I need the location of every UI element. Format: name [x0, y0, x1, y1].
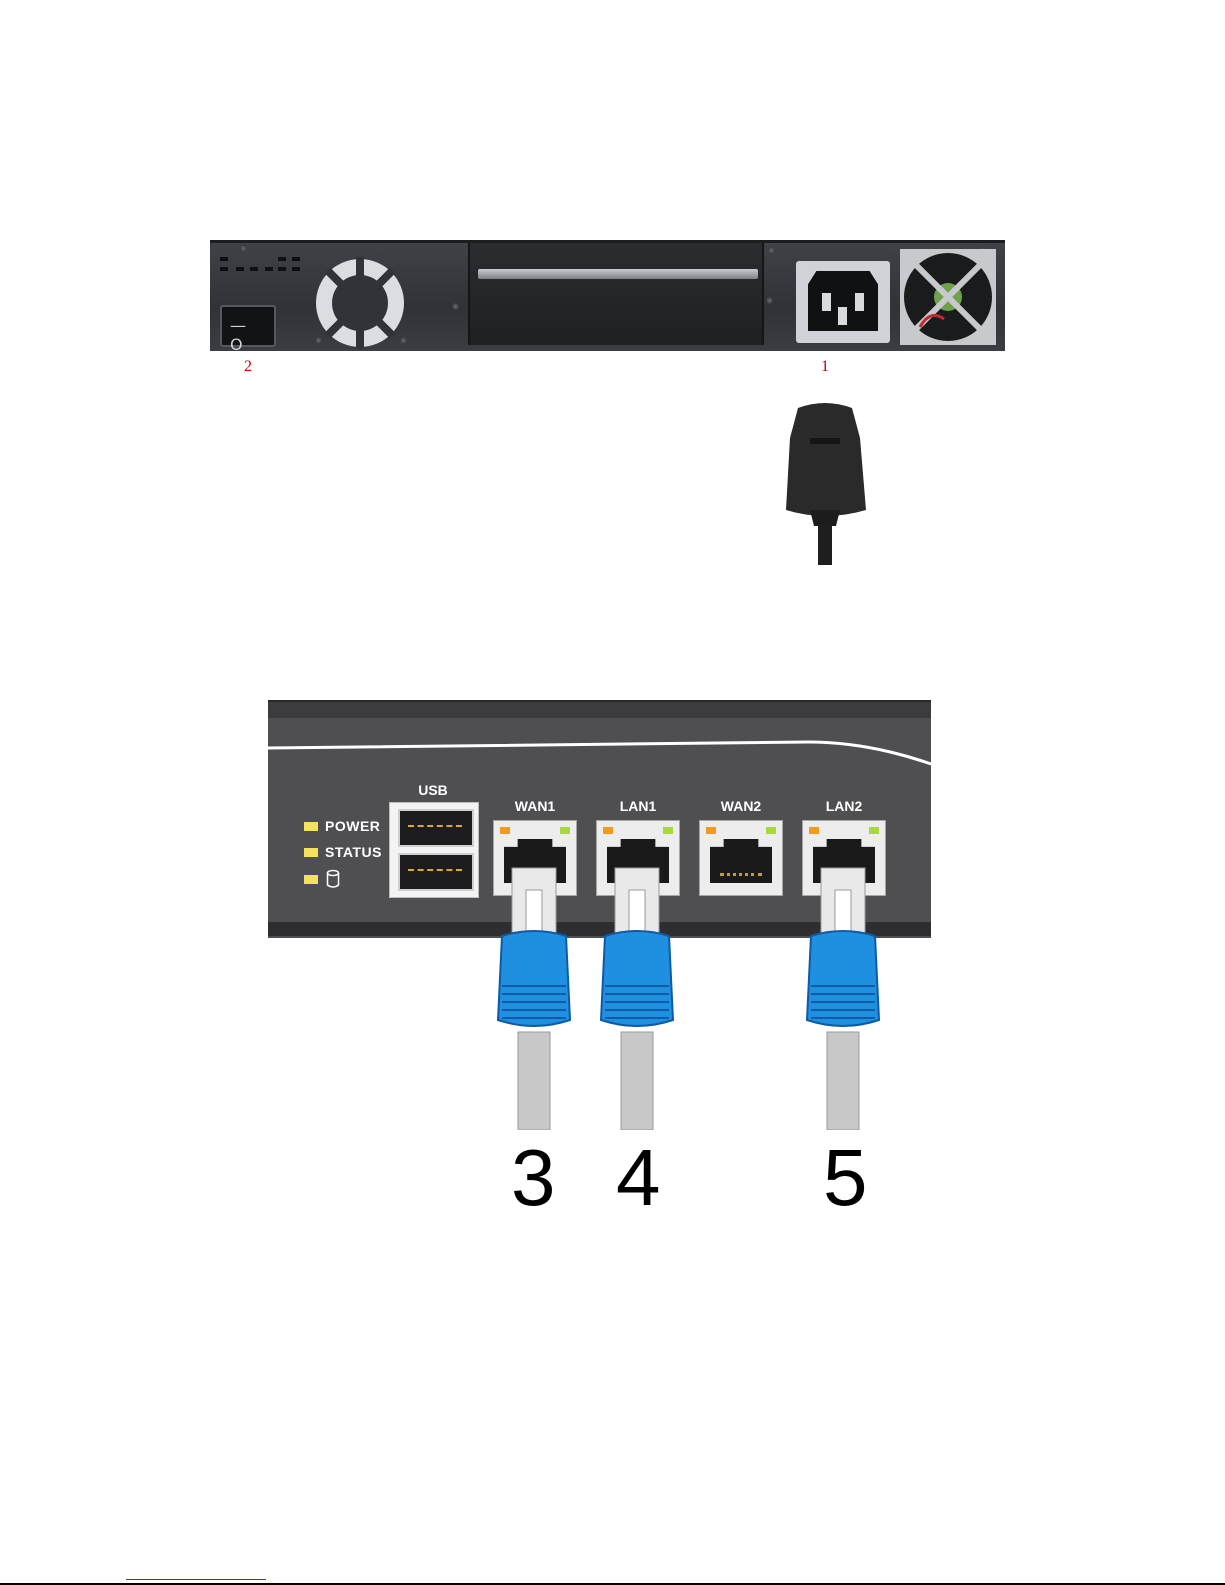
- usb-port[interactable]: [398, 809, 474, 847]
- rocker-switch-icon[interactable]: — O: [220, 305, 276, 347]
- callout-wan1-cable: 3: [511, 1138, 556, 1218]
- screw: [240, 245, 247, 252]
- callout-lan1-cable: 4: [616, 1138, 661, 1218]
- prong: [838, 307, 847, 325]
- usb-ports: [389, 802, 479, 898]
- screw: [452, 303, 459, 310]
- rj45-plug-icon: [803, 860, 883, 1130]
- vent-slot: [265, 267, 273, 271]
- vent-slot: [292, 267, 300, 271]
- power-cord-icon: [780, 398, 870, 565]
- power-led-label: POWER: [325, 818, 380, 834]
- footer-link-underline: [126, 1579, 266, 1580]
- panel-bevel: [268, 702, 931, 772]
- ac-inlet-icon[interactable]: [796, 261, 890, 343]
- rear-panel-figure: — O 2 1: [210, 240, 1005, 565]
- lan1-label: LAN1: [596, 798, 680, 814]
- callout-lan2-cable: 5: [823, 1138, 868, 1218]
- usb-label: USB: [391, 782, 475, 798]
- callout-power-switch: 2: [244, 358, 252, 376]
- vent-slot: [278, 267, 286, 271]
- rj45-plug-icon: [494, 860, 574, 1130]
- screw: [768, 247, 775, 254]
- status-led-label: STATUS: [325, 844, 382, 860]
- status-led: [304, 848, 318, 857]
- vent-slot: [220, 267, 228, 271]
- prong: [822, 293, 831, 311]
- vent-slot: [292, 257, 300, 261]
- callout-ac-inlet: 1: [821, 358, 829, 376]
- lan2-label: LAN2: [802, 798, 886, 814]
- vent-slot: [236, 267, 244, 271]
- vent-slot: [220, 257, 228, 261]
- wan2-port[interactable]: [699, 820, 783, 896]
- disk-icon: [326, 869, 340, 889]
- rj45-plug-icon: [597, 860, 677, 1130]
- expansion-slot: [468, 243, 764, 345]
- fan-grille-icon: [900, 249, 996, 345]
- vent-slot: [278, 257, 286, 261]
- switch-symbols: — O: [230, 316, 274, 354]
- vent-slot: [250, 267, 258, 271]
- ac-inlet-socket: [808, 271, 878, 331]
- screw: [766, 297, 773, 304]
- wan2-label: WAN2: [699, 798, 783, 814]
- slot-bracket: [478, 269, 758, 279]
- wan1-label: WAN1: [493, 798, 577, 814]
- power-led: [304, 822, 318, 831]
- fan-grille-icon: [310, 253, 410, 349]
- rear-panel: — O: [210, 240, 1005, 351]
- prong: [855, 293, 864, 311]
- front-panel-figure: POWER STATUS USB WAN1 LAN1 WAN2 LAN2: [268, 700, 931, 1220]
- usb-port[interactable]: [398, 853, 474, 891]
- disk-led: [304, 875, 318, 884]
